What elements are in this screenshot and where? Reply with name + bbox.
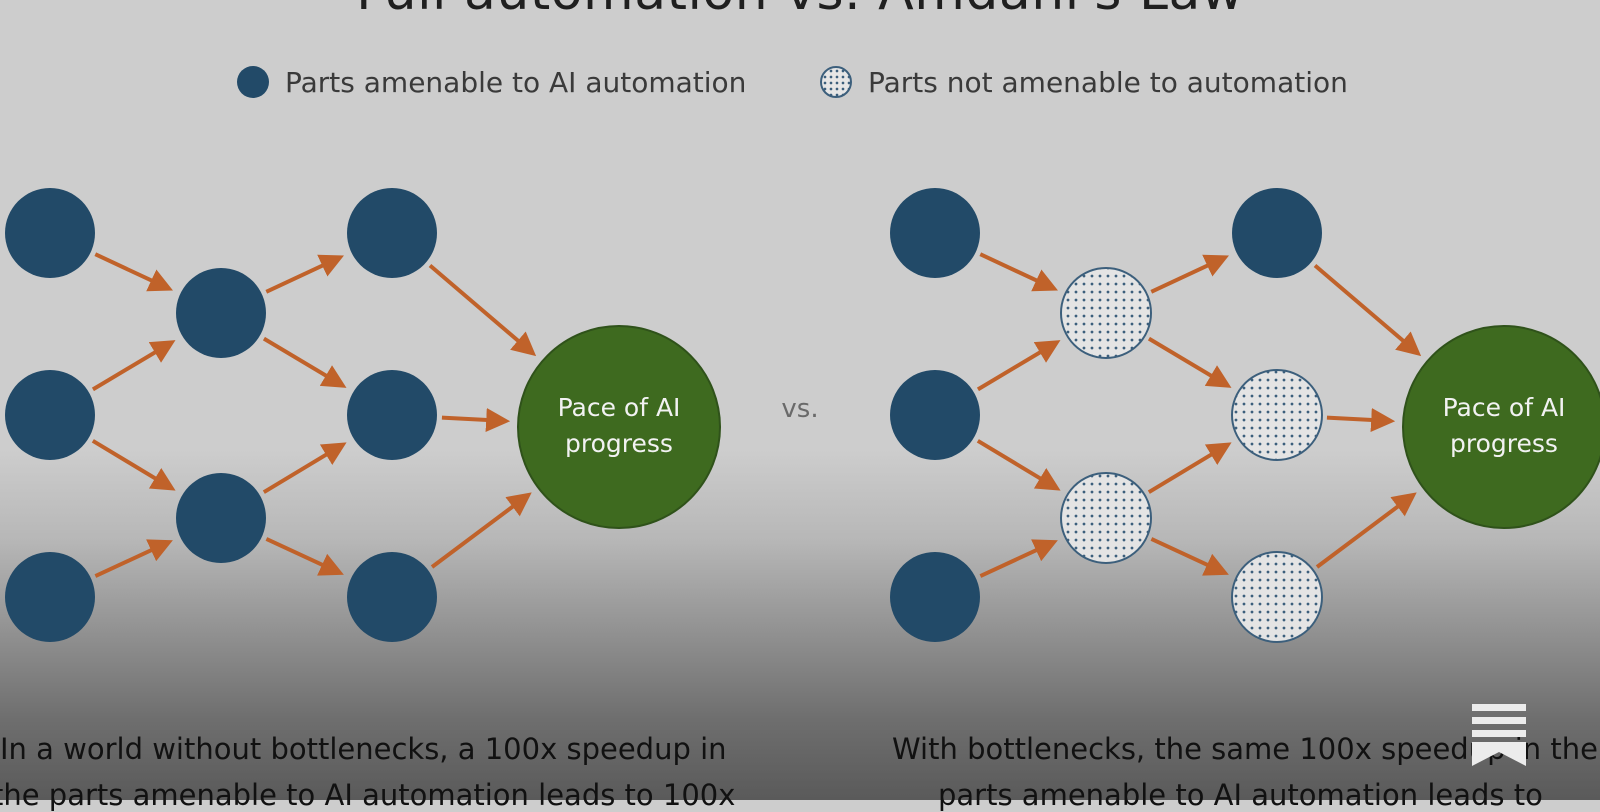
- arrows: [91, 252, 1422, 578]
- left-outcome-label-line-1: Pace of AI: [558, 393, 681, 422]
- left-arrow-a2-to-b2: [91, 439, 176, 491]
- left-arrow-a1-to-b1: [94, 252, 173, 292]
- left-caption-line-1: In a world without bottlenecks, a 100x s…: [0, 732, 727, 766]
- right-node-not-automatable-c2: [1231, 369, 1323, 461]
- right-node-not-automatable-b2: [1060, 472, 1152, 564]
- nodes: Pace of AI progress Pace of AI progress: [5, 188, 1600, 643]
- page-title: Full automation vs. Amdahl's Law: [0, 0, 1600, 22]
- left-node-automatable-c3: [347, 552, 437, 642]
- left-node-automatable-c1: [347, 188, 437, 278]
- left-arrow-a3-to-b2: [94, 539, 173, 578]
- legend-item-automatable: Parts amenable to AI automation: [237, 62, 746, 102]
- left-arrow-b1-to-c2: [262, 336, 347, 388]
- reader-mode-icon[interactable]: [1470, 702, 1528, 768]
- right-node-automatable-a1: [890, 188, 980, 278]
- right-outcome-node: [1402, 325, 1600, 529]
- dotted-circle-icon: [820, 66, 852, 98]
- left-node-automatable-c2: [347, 370, 437, 460]
- right-arrow-a3-to-b2: [979, 539, 1058, 578]
- left-node-automatable-a1: [5, 188, 95, 278]
- right-node-automatable-a2: [890, 370, 980, 460]
- right-arrow-b2-to-c3: [1150, 537, 1229, 576]
- right-caption-line-2: parts amenable to AI automation leads to: [938, 778, 1543, 812]
- left-arrow-c1-to-g: [428, 263, 537, 357]
- right-node-not-automatable-c3: [1231, 551, 1323, 643]
- right-arrow-b1-to-c1: [1150, 254, 1229, 294]
- legend-label-automatable: Parts amenable to AI automation: [285, 65, 747, 99]
- left-arrow-b2-to-c3: [265, 537, 344, 576]
- legend-item-not-automatable: Parts not amenable to automation: [820, 62, 1348, 102]
- left-node-automatable-b1: [176, 268, 266, 358]
- left-arrow-b2-to-c2: [262, 442, 347, 494]
- right-arrow-c3-to-g: [1315, 492, 1417, 569]
- left-caption-line-2: the parts amenable to AI automation lead…: [0, 778, 736, 812]
- right-node-automatable-c1: [1232, 188, 1322, 278]
- right-outcome-label-line-1: Pace of AI: [1443, 393, 1566, 422]
- left-arrow-c3-to-g: [430, 492, 532, 569]
- right-arrow-b1-to-c2: [1147, 336, 1232, 388]
- left-outcome-label-line-2: progress: [565, 429, 673, 458]
- right-node-automatable-a3: [890, 552, 980, 642]
- legend: Parts amenable to AI automation Parts no…: [0, 62, 1600, 102]
- left-node-automatable-b2: [176, 473, 266, 563]
- right-arrow-a2-to-b2: [976, 439, 1061, 491]
- legend-label-not-automatable: Parts not amenable to automation: [868, 65, 1348, 99]
- left-node-automatable-a3: [5, 552, 95, 642]
- right-arrow-a1-to-b1: [979, 252, 1058, 292]
- right-arrow-c2-to-g: [1326, 407, 1396, 432]
- left-arrow-b1-to-c1: [265, 254, 344, 294]
- left-arrow-c2-to-g: [441, 407, 511, 432]
- vs-separator: vs.: [781, 394, 819, 424]
- right-arrow-a2-to-b1: [976, 340, 1061, 392]
- left-outcome-node: [517, 325, 721, 529]
- left-arrow-a2-to-b1: [91, 340, 176, 392]
- solid-circle-icon: [237, 66, 269, 98]
- left-node-automatable-a2: [5, 370, 95, 460]
- right-outcome-label-line-2: progress: [1450, 429, 1558, 458]
- right-node-not-automatable-b1: [1060, 267, 1152, 359]
- right-arrow-c1-to-g: [1313, 263, 1422, 357]
- right-arrow-b2-to-c2: [1147, 442, 1232, 494]
